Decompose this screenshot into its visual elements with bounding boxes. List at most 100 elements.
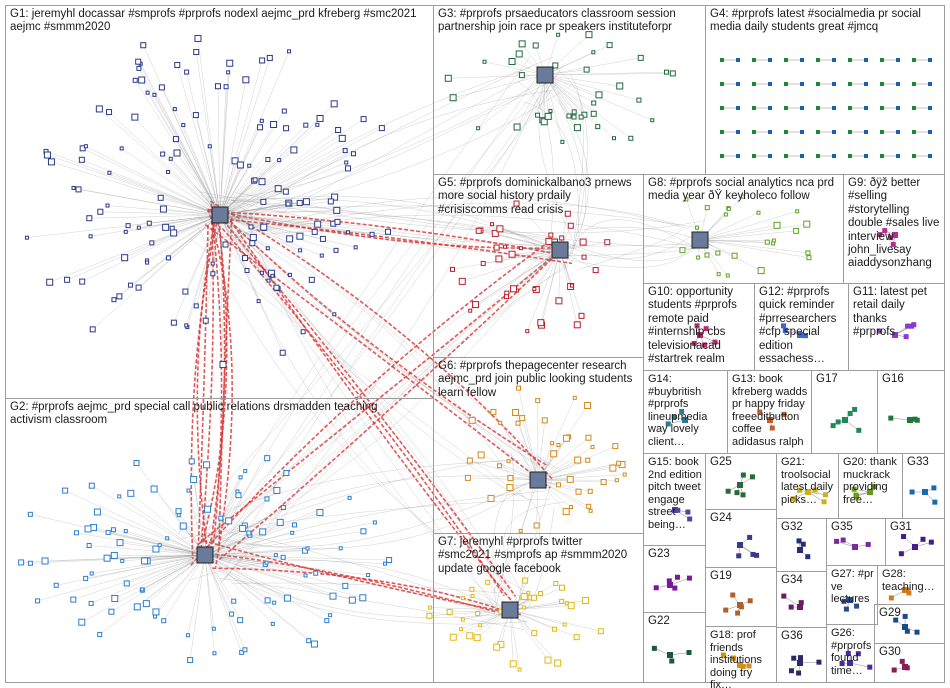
group-label-g17: G17 — [816, 373, 838, 385]
network-node — [314, 220, 322, 228]
network-node — [552, 626, 558, 632]
network-node — [578, 114, 584, 120]
network-node — [586, 503, 592, 509]
network-edge — [226, 67, 556, 528]
network-node — [555, 482, 561, 488]
group-panel-g30: G29 — [874, 604, 945, 644]
network-edge — [204, 472, 287, 556]
network-edge — [219, 214, 337, 251]
network-node — [265, 246, 270, 251]
network-node — [816, 659, 822, 665]
network-node — [426, 612, 433, 619]
network-node — [852, 544, 858, 550]
network-edge — [537, 420, 545, 481]
network-node — [842, 417, 848, 423]
network-node — [350, 151, 356, 157]
network-node — [892, 232, 898, 238]
group-label-g19: G19 — [710, 570, 732, 582]
network-node — [168, 156, 173, 161]
network-node — [316, 509, 324, 517]
network-edge — [89, 545, 206, 556]
network-node — [679, 409, 685, 415]
network-node — [896, 106, 900, 110]
network-edge — [669, 652, 690, 656]
network-edge — [849, 662, 870, 668]
network-node — [816, 106, 820, 110]
network-node — [27, 560, 33, 566]
network-node — [496, 225, 504, 233]
network-edge — [219, 201, 331, 216]
network-node — [791, 655, 797, 661]
network-node — [891, 667, 897, 673]
network-node — [84, 525, 92, 533]
network-edge — [204, 458, 268, 556]
network-node — [614, 478, 619, 483]
network-node — [554, 659, 562, 667]
network-edge — [219, 214, 356, 248]
network-node — [43, 151, 51, 159]
network-node — [64, 276, 71, 283]
network-node — [165, 536, 170, 541]
network-edge — [146, 214, 221, 263]
network-node — [903, 334, 909, 340]
group-label-g28: G28: teaching… — [882, 568, 935, 593]
network-node — [265, 157, 271, 163]
network-edge — [135, 80, 221, 216]
network-node — [781, 593, 787, 599]
network-node — [902, 613, 908, 619]
network-node — [535, 112, 541, 118]
network-node — [259, 270, 264, 275]
network-node — [239, 649, 245, 655]
network-hub-node — [691, 231, 709, 249]
network-node — [223, 84, 229, 90]
network-node — [616, 460, 622, 466]
network-node — [313, 570, 319, 576]
network-node — [305, 546, 310, 551]
network-node — [270, 273, 275, 278]
network-edge — [204, 554, 266, 565]
network-node — [585, 31, 593, 39]
network-node — [89, 571, 94, 576]
network-node — [541, 417, 548, 424]
network-node — [912, 154, 916, 158]
network-edge — [197, 38, 221, 216]
network-node — [231, 598, 237, 604]
network-node — [797, 487, 803, 493]
network-node — [616, 82, 624, 90]
network-edge — [187, 554, 206, 636]
network-edge — [89, 214, 221, 219]
network-node — [117, 494, 122, 499]
network-node — [497, 463, 503, 469]
network-node — [800, 541, 806, 547]
group-panel-g23: G23 — [643, 545, 706, 613]
group-label-g5: G5: #prprofs dominickalbano3 prnews more… — [438, 177, 632, 216]
network-edge — [204, 548, 308, 556]
network-edge — [517, 81, 554, 254]
network-node — [475, 611, 481, 617]
network-node — [679, 247, 686, 254]
network-node — [493, 643, 501, 651]
network-node — [469, 586, 475, 592]
network-node — [138, 76, 146, 84]
network-edge — [30, 554, 206, 564]
network-node — [880, 130, 884, 134]
network-edge — [544, 71, 667, 76]
network-edge — [199, 460, 519, 545]
network-node — [259, 118, 264, 123]
network-node — [507, 475, 514, 482]
network-edge — [219, 129, 339, 216]
network-node — [736, 130, 740, 134]
network-node — [274, 185, 282, 193]
network-edge — [493, 452, 515, 616]
network-node — [176, 513, 181, 518]
network-node — [588, 508, 593, 513]
network-node — [264, 496, 270, 502]
network-edge — [219, 214, 300, 237]
network-edge — [219, 79, 247, 216]
network-edge — [509, 601, 562, 611]
network-edge — [219, 110, 285, 216]
network-node — [636, 97, 642, 103]
network-node — [746, 663, 752, 669]
network-node — [95, 105, 103, 113]
network-node — [854, 603, 860, 609]
